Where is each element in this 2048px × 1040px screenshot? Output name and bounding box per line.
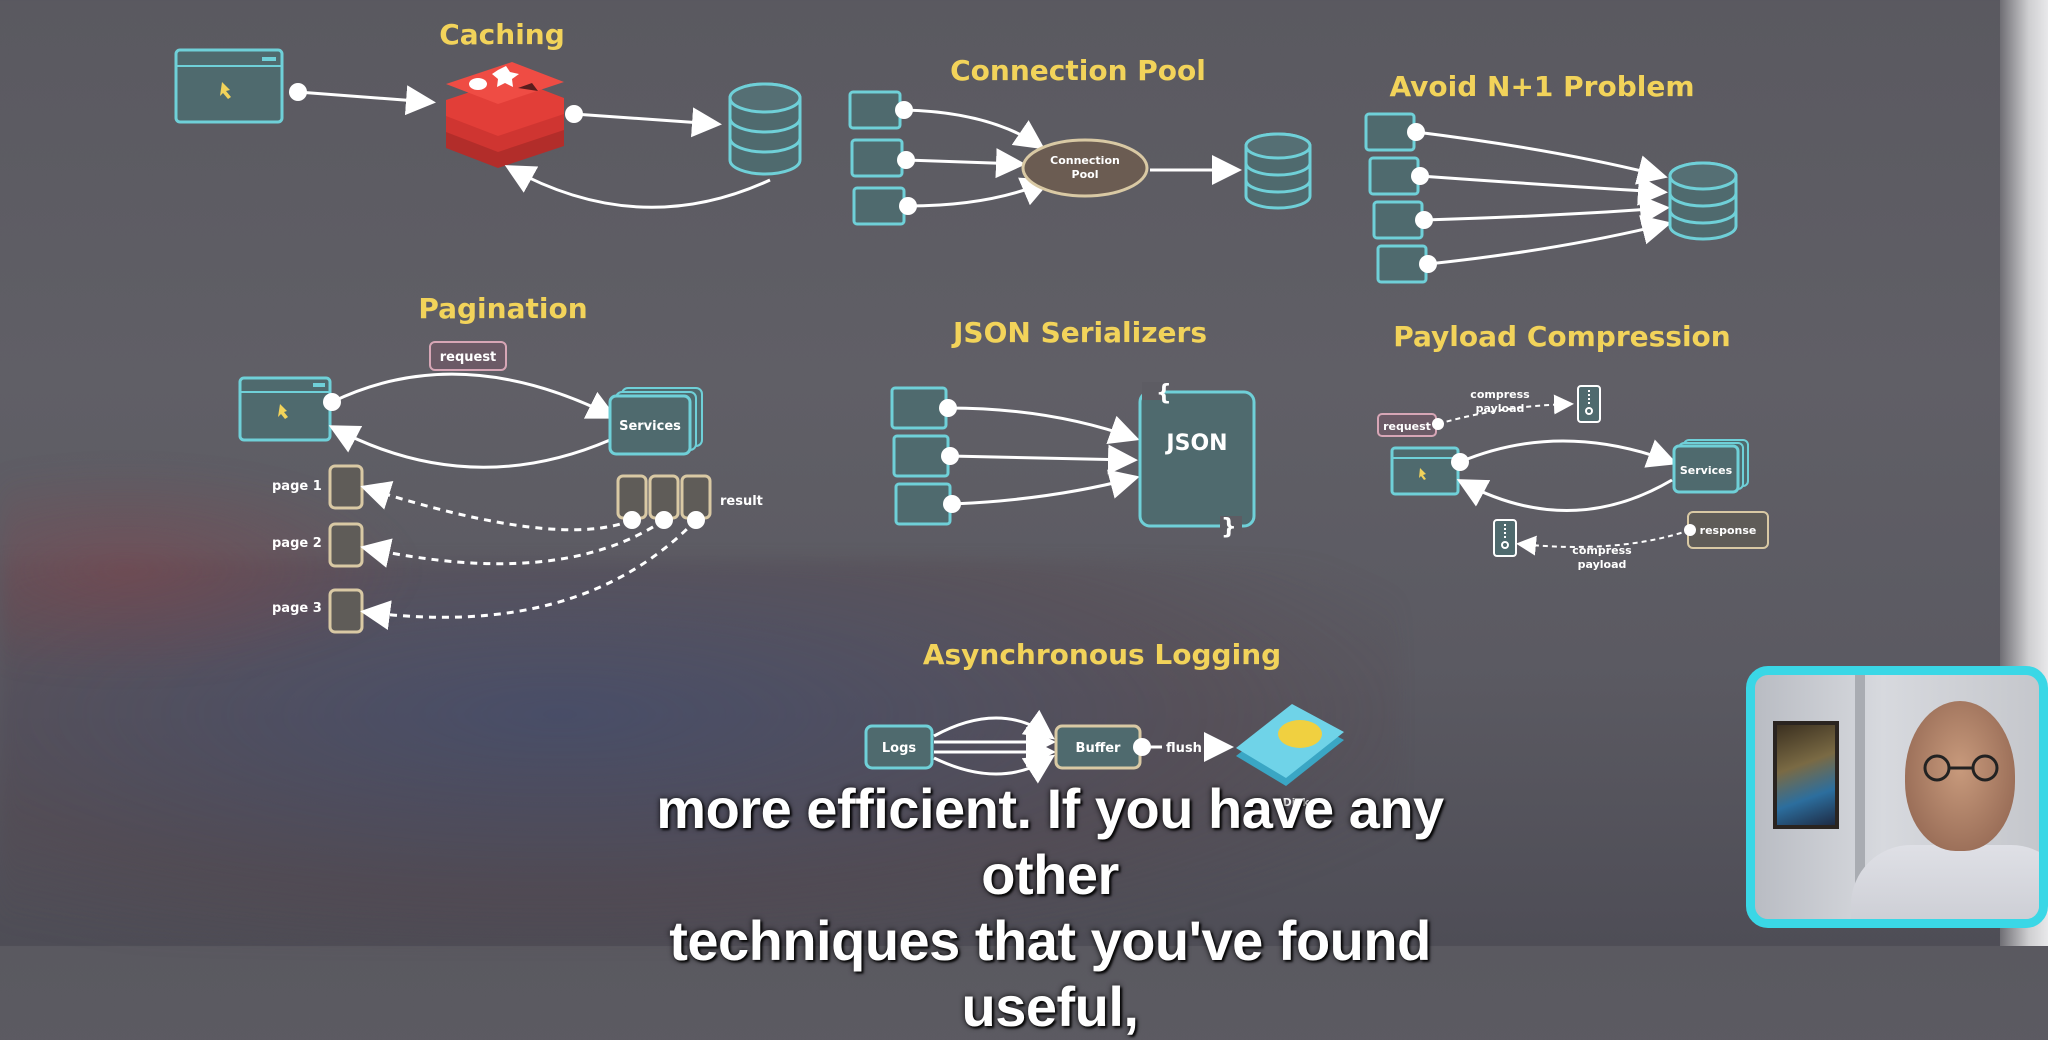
pool-label-1: Connection [1050,154,1120,167]
json-label: JSON [1164,431,1227,456]
compress-bottom-2: payload [1578,558,1627,571]
client-box [848,90,902,130]
browser-icon [174,48,284,124]
avoid-n1-section: Avoid N+1 Problem [1364,70,1738,284]
result-label: result [720,494,763,509]
json-document [1138,382,1256,534]
async-logging-section: Asynchronous Logging Logs Buffer flush D… [864,638,1344,809]
avoid-n1-title: Avoid N+1 Problem [1389,70,1694,103]
pagination-section: Pagination request Services result page … [238,292,763,634]
caching-title: Caching [439,18,565,51]
zip-file-icon [1493,519,1517,557]
disk-label: Disk [1283,796,1310,809]
logs-box [864,724,934,770]
brace-open: { [1156,381,1172,406]
database-icon [1668,161,1738,241]
zip-file-icon [1577,385,1601,423]
request-label: request [440,350,497,365]
payload-compression-title: Payload Compression [1393,320,1730,353]
video-subtitle: more efficient. If you have any other te… [600,776,1500,1040]
object-box [892,434,950,478]
pagination-title: Pagination [418,292,587,325]
connection-pool-node [1021,138,1149,198]
database-icon [728,82,802,176]
json-serializers-section: JSON Serializers { } JSON [890,316,1256,540]
page-1-box [328,464,364,510]
pool-label-2: Pool [1072,168,1099,181]
caching-section: Caching [174,18,802,209]
object-box [894,482,952,526]
buffer-label: Buffer [1076,741,1122,756]
presenter-face [1905,701,2015,851]
connection-pool-title: Connection Pool [950,54,1206,87]
services-node [608,387,703,456]
request-box [1368,156,1420,196]
compress-top-1: compress [1470,388,1530,401]
page-3-box [328,588,364,634]
glasses-icon [1923,754,1999,782]
database-icon [1244,132,1312,210]
connection-pool-section: Connection Pool Connection Pool [848,54,1312,226]
client-box [850,138,904,178]
async-logging-title: Asynchronous Logging [923,638,1281,671]
request-tag [429,341,507,371]
presenter-body [1851,845,2039,919]
webcam-overlay [1746,666,2048,928]
result-item [616,474,648,520]
redis-icon [446,62,564,168]
json-serializers-title: JSON Serializers [951,316,1207,349]
services-label: Services [619,419,681,434]
page-1-label: page 1 [272,479,322,494]
request-box [1372,200,1424,240]
result-item [648,474,680,520]
page-2-label: page 2 [272,536,322,551]
page-3-label: page 3 [272,601,322,616]
response-label: response [1700,524,1757,537]
subtitle-line-1: more efficient. If you have any other [656,777,1444,906]
background-wall [1855,675,1865,919]
subtitle-line-2: techniques that you've found useful, [669,909,1431,1038]
compress-bottom-1: compress [1572,544,1632,557]
flush-label: flush [1166,741,1202,756]
brace-close: } [1221,515,1237,540]
request-box [1364,112,1416,152]
compression-request-label: request [1383,420,1431,433]
result-item [680,474,712,520]
slide-diagram: Caching Connection Po [174,18,1769,809]
browser-icon [1390,446,1460,496]
payload-compression-section: Payload Compression request compress pay… [1377,320,1769,571]
services-node [1672,439,1749,494]
disk-icon [1236,704,1344,786]
compression-services-label: Services [1680,464,1733,477]
page-2-box [328,522,364,568]
request-box [1376,244,1428,284]
logs-label: Logs [882,741,917,756]
object-box [890,386,948,430]
client-box [852,186,906,226]
wall-painting [1773,721,1839,829]
browser-icon [238,376,332,442]
